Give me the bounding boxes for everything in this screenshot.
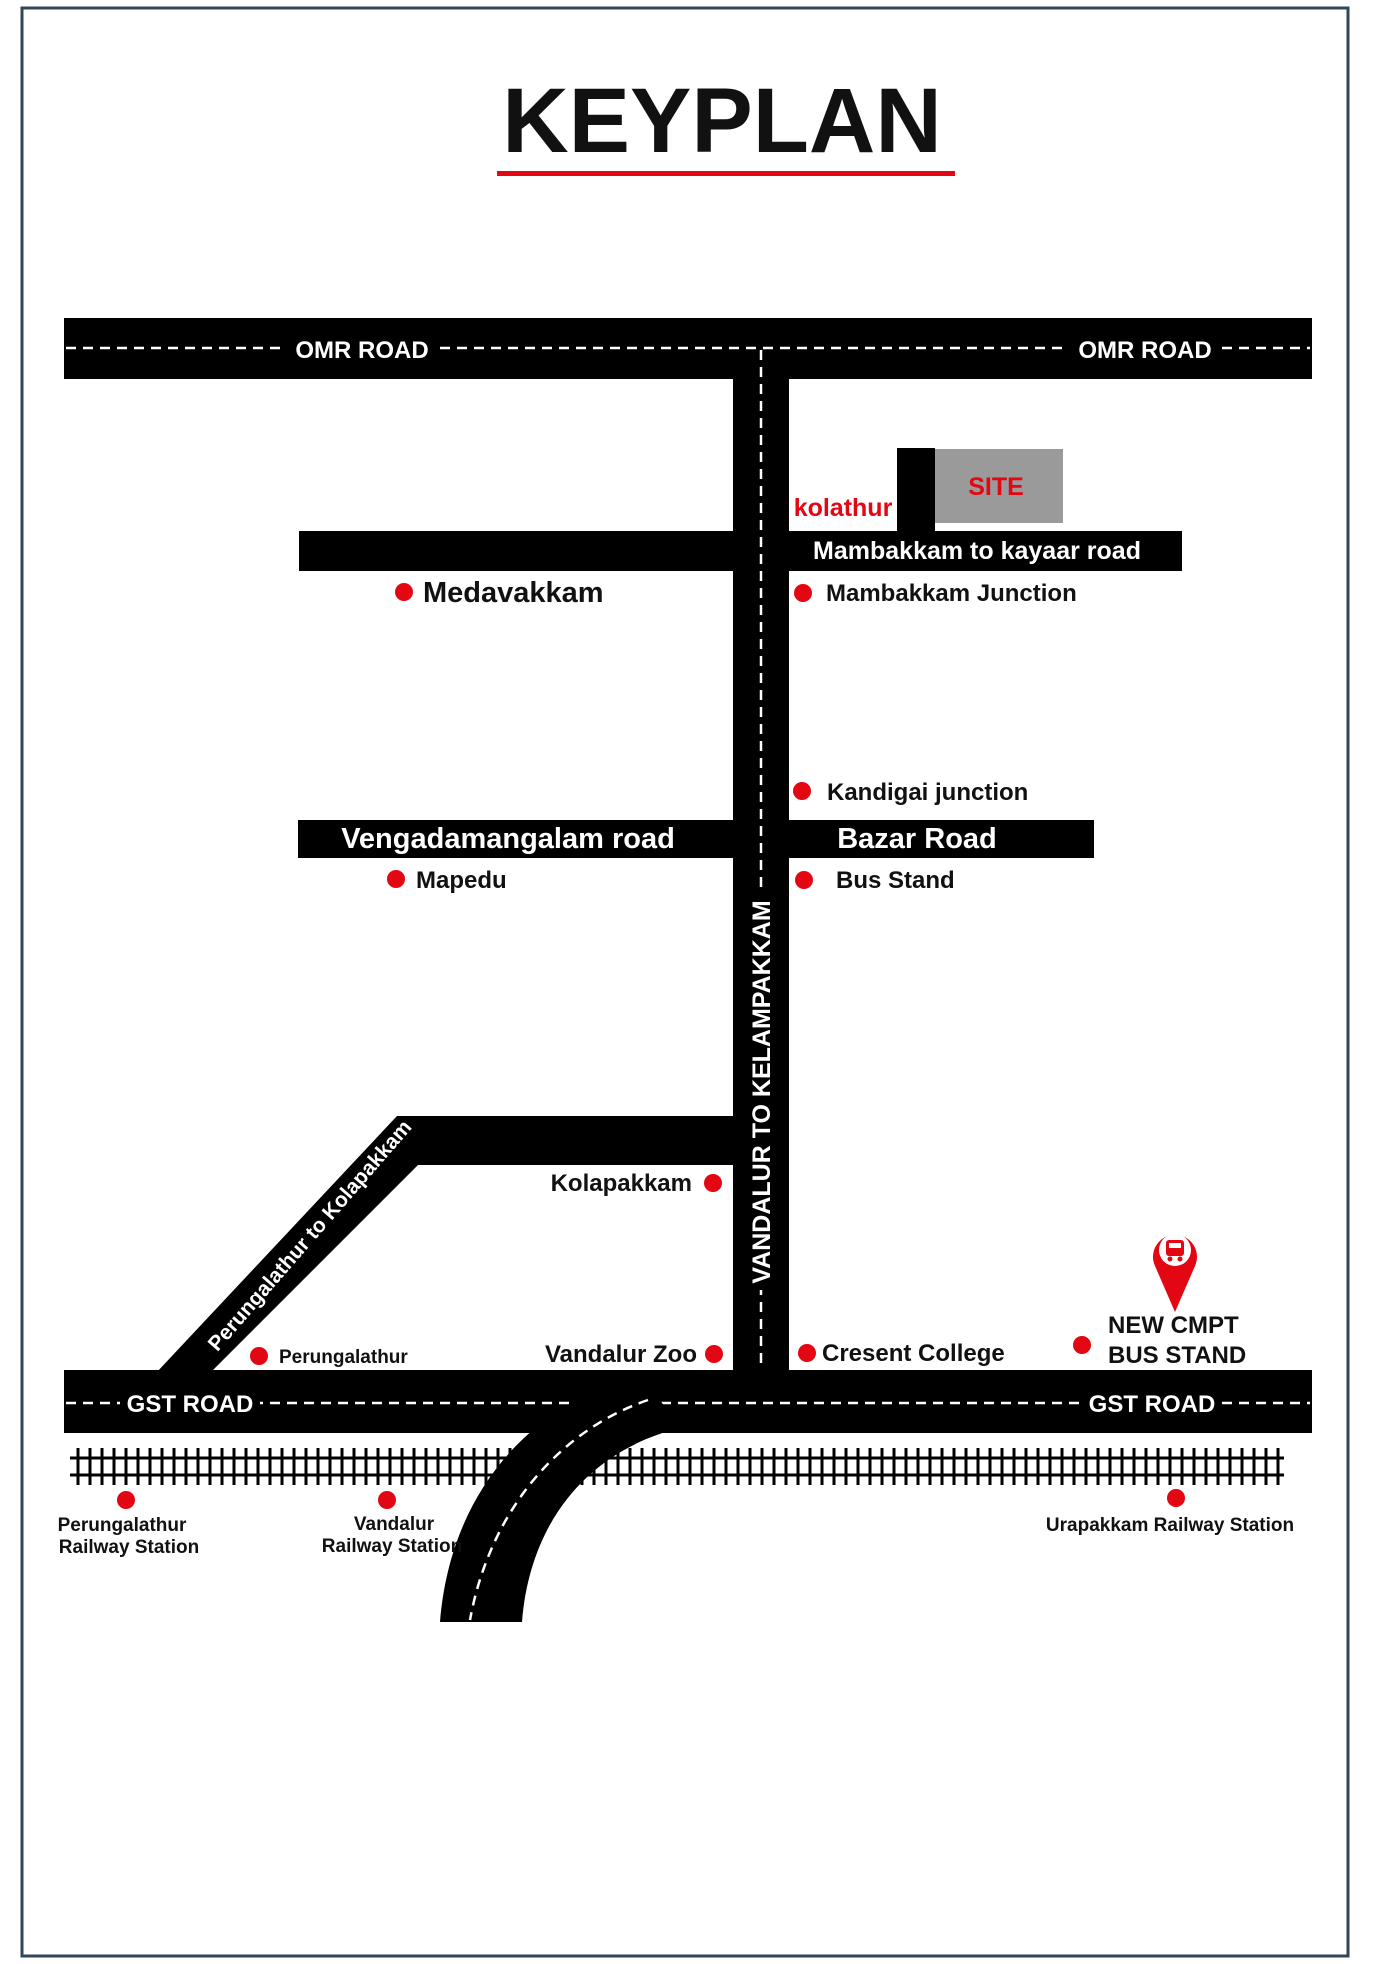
vertical-road-label: VANDALUR TO KELAMPAKKAM <box>748 900 776 1283</box>
map-pin-bus-icon <box>1153 1234 1197 1312</box>
place-kolapakkam: Kolapakkam <box>551 1170 692 1197</box>
marker-mapedu <box>387 870 405 888</box>
gst-road: GST ROAD GST ROAD <box>64 1370 1312 1433</box>
omr-road-label-left: OMR ROAD <box>295 337 428 364</box>
page-title: KEYPLAN <box>502 70 942 172</box>
place-markers: Medavakkam Mambakkam Junction Kandigai j… <box>250 577 1246 1369</box>
marker-perungalathur <box>250 1347 268 1365</box>
marker-mambakkam-junction <box>794 584 812 602</box>
place-vandalur-zoo: Vandalur Zoo <box>545 1341 697 1368</box>
title-underline <box>497 171 955 176</box>
station-perungalathur-l1: Perungalathur <box>58 1515 187 1536</box>
bazar-road: Bazar Road <box>787 820 1094 858</box>
station-vandalur-l1: Vandalur <box>354 1514 435 1535</box>
mambakkam-road-label: Mambakkam to kayaar road <box>813 537 1141 565</box>
omr-road: OMR ROAD OMR ROAD <box>64 318 1312 379</box>
place-cmpt-line1: NEW CMPT <box>1108 1312 1239 1339</box>
place-perungalathur: Perungalathur <box>279 1347 408 1368</box>
marker-vandalur-station <box>378 1491 396 1509</box>
marker-perungalathur-station <box>117 1491 135 1509</box>
station-urapakkam: Urapakkam Railway Station <box>1046 1515 1294 1536</box>
page-border <box>20 6 1350 1958</box>
place-mambakkam-junction: Mambakkam Junction <box>826 580 1077 607</box>
place-mapedu: Mapedu <box>416 867 507 894</box>
gst-road-label-left: GST ROAD <box>127 1391 254 1418</box>
station-markers: Perungalathur Railway Station Vandalur R… <box>58 1489 1294 1558</box>
site-block: SITE kolathur <box>794 448 1063 533</box>
bazar-road-label: Bazar Road <box>837 823 997 855</box>
perungalathur-kolapakkam-road: Perungalathur to Kolapakkam <box>156 1116 735 1373</box>
vengadamangalam-road: Vengadamangalam road <box>298 820 735 858</box>
gst-road-label-right: GST ROAD <box>1089 1391 1216 1418</box>
marker-cresent-college <box>798 1344 816 1362</box>
place-cresent-college: Cresent College <box>822 1340 1005 1367</box>
marker-urapakkam-station <box>1167 1489 1185 1507</box>
marker-kolapakkam <box>704 1174 722 1192</box>
omr-road-label-right: OMR ROAD <box>1078 337 1211 364</box>
place-medavakkam: Medavakkam <box>423 577 604 609</box>
marker-vandalur-zoo <box>705 1345 723 1363</box>
place-kandigai: Kandigai junction <box>827 779 1028 806</box>
station-vandalur-l2: Railway Station <box>322 1536 462 1557</box>
vandalur-kelampakkam-road: VANDALUR TO KELAMPAKKAM <box>733 350 789 1404</box>
site-marker <box>935 449 1063 523</box>
site-label: SITE <box>968 473 1024 501</box>
place-cmpt-line2: BUS STAND <box>1108 1342 1246 1369</box>
site-area-label: kolathur <box>794 494 893 522</box>
marker-new-cmpt <box>1073 1336 1091 1354</box>
station-perungalathur-l2: Railway Station <box>59 1537 199 1558</box>
railway-track <box>70 1448 1284 1485</box>
marker-medavakkam <box>395 583 413 601</box>
place-bus-stand: Bus Stand <box>836 867 955 894</box>
marker-kandigai <box>793 782 811 800</box>
marker-bus-stand <box>795 871 813 889</box>
curved-road <box>440 1372 680 1622</box>
mambakkam-road: Mambakkam to kayaar road <box>299 531 1182 571</box>
vengadamangalam-road-label: Vengadamangalam road <box>341 823 675 855</box>
diagonal-road-label: Perungalathur to Kolapakkam <box>204 1116 417 1356</box>
